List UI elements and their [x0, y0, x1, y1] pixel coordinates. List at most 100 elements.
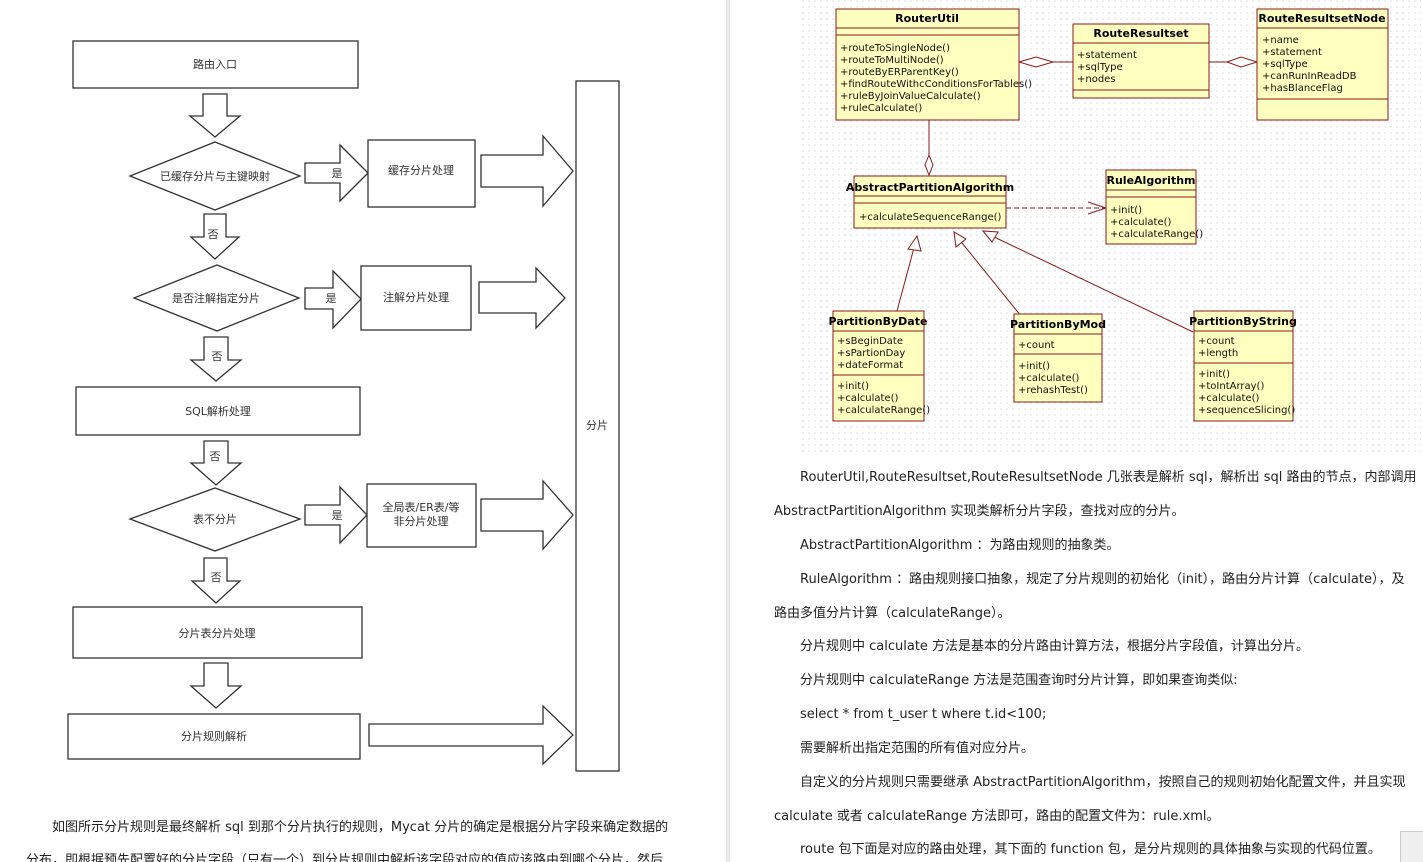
- uml-op: +calculate(): [1110, 217, 1172, 228]
- down-arrow: [188, 93, 242, 138]
- paragraph-line: calculate 或者 calculateRange 方法即可，路由的配置文件…: [774, 809, 1220, 824]
- paragraph-line: AbstractPartitionAlgorithm 实现类解析分片字段，查找对…: [774, 504, 1185, 519]
- uml-attr: +statement: [1077, 50, 1137, 61]
- uml-op: +ruleByJoinValueCalculate(): [840, 91, 981, 102]
- yes-label: 是: [332, 167, 343, 180]
- uml-op: +calculate(): [1198, 393, 1260, 404]
- flow-diamond-annotation: [132, 264, 301, 332]
- to-shard-arrow: [480, 479, 574, 551]
- uml-class-partitionbystring: PartitionByString +count +length +init()…: [1189, 310, 1297, 422]
- uml-title: AbstractPartitionAlgorithm: [846, 181, 1014, 194]
- uml-op: +init(): [1198, 369, 1230, 380]
- code-line: select * from t_user t where t.id<100;: [800, 707, 1047, 722]
- uml-title: PartitionByDate: [829, 315, 928, 328]
- uml-class-rulealgorithm: RuleAlgorithm +init() +calculate() +calc…: [1105, 169, 1203, 245]
- to-shard-arrow: [478, 266, 566, 330]
- uml-class-routerutil: RouterUtil +routeToSingleNode() +routeTo…: [835, 8, 1032, 121]
- flow-act3-label-1: 全局表/ER表/等: [382, 500, 459, 514]
- flow-global-table-box: [366, 483, 477, 548]
- uml-attr: +sBeginDate: [837, 336, 903, 347]
- uml-attr: +dateFormat: [837, 360, 903, 371]
- paragraph-line: 自定义的分片规则只需要继承 AbstractPartitionAlgorithm…: [800, 775, 1406, 790]
- uml-op: +init(): [1110, 205, 1142, 216]
- flow-act3-label-2: 非分片处理: [394, 515, 449, 528]
- paragraph-line: 分片规则中 calculateRange 方法是范围查询时分片计算，即如果查询类…: [800, 673, 1238, 688]
- yes-arrow: [304, 143, 369, 203]
- yes-label: 是: [326, 292, 337, 305]
- paragraph-line: 需要解析出指定范围的所有值对应分片。: [800, 741, 1035, 756]
- uml-op: +calculate(): [837, 393, 899, 404]
- flow-cond1-label: 已缓存分片与主键映射: [160, 169, 270, 183]
- flow-shard-table-box: [72, 606, 363, 659]
- flow-rule-parse-box: [67, 713, 361, 760]
- uml-attr: +sqlType: [1077, 62, 1123, 73]
- uml-op: +sequenceSlicing(): [1198, 405, 1295, 416]
- no-label: 否: [210, 450, 221, 463]
- uml-title: RouterUtil: [895, 12, 959, 25]
- flow-sql-parse-box: [75, 386, 361, 436]
- left-paragraph-line-1: 如图所示分片规则是最终解析 sql 到那个分片执行的规则，Mycat 分片的确定…: [52, 820, 669, 835]
- paragraph-line: RuleAlgorithm ：路由规则接口抽象，规定了分片规则的初始化（init…: [800, 572, 1405, 587]
- uml-op: +init(): [1018, 361, 1050, 372]
- uml-op: +calculate(): [1018, 373, 1080, 384]
- left-page: 路由入口 已缓存分片与主键映射 是 缓存分片处理 否 是否注解指定分片 是 注解…: [0, 0, 726, 862]
- flow-entry-box: [72, 40, 359, 89]
- uml-attr: +canRunInReadDB: [1262, 71, 1357, 82]
- uml-op: +ruleCalculate(): [840, 103, 922, 114]
- flow-rule-label: 分片规则解析: [181, 729, 247, 743]
- yes-label: 是: [332, 509, 343, 522]
- to-shard-arrow: [368, 704, 574, 766]
- paragraph-line: route 包下面是对应的路由处理，其下面的 function 包，是分片规则的…: [800, 842, 1381, 857]
- no-arrow: [189, 440, 243, 486]
- uml-title: RouteResultset: [1093, 27, 1188, 40]
- uml-attr: +sPartionDay: [837, 348, 905, 359]
- uml-class-partitionbydate: PartitionByDate +sBeginDate +sPartionDay…: [829, 310, 930, 422]
- uml-op: +routeToMultiNode(): [840, 55, 944, 66]
- uml-attr: +count: [1018, 340, 1055, 351]
- uml-title: PartitionByMod: [1010, 318, 1106, 331]
- paragraph-line: RouterUtil,RouteResultset,RouteResultset…: [800, 470, 1417, 485]
- yes-arrow: [304, 269, 362, 330]
- flow-diamond-cached: [128, 141, 302, 211]
- uml-class-routeresultset: RouteResultset +statement +sqlType +node…: [1072, 23, 1210, 99]
- uml-class-abstractpartitionalgorithm: AbstractPartitionAlgorithm +calculateSeq…: [846, 175, 1014, 229]
- uml-attr: +sqlType: [1262, 59, 1308, 70]
- uml-op: +findRouteWithcConditionsForTables(): [840, 79, 1032, 90]
- uml-op: +routeByERParentKey(): [840, 67, 959, 78]
- scroll-corner-button[interactable]: [1400, 831, 1423, 862]
- paragraph-line: AbstractPartitionAlgorithm ：为路由规则的抽象类。: [800, 538, 1120, 553]
- flow-act2-label: 注解分片处理: [383, 290, 449, 304]
- no-arrow: [189, 336, 243, 382]
- uml-op: +calculateRange(): [1110, 229, 1203, 240]
- uml-class-routeresultsetnode: RouteResultsetNode +name +statement +sql…: [1256, 8, 1389, 121]
- flow-sql-label: SQL解析处理: [185, 404, 251, 418]
- uml-attr: +statement: [1262, 47, 1322, 58]
- uml-title: RuleAlgorithm: [1107, 174, 1196, 187]
- no-arrow: [190, 557, 242, 604]
- flow-cond2-label: 是否注解指定分片: [172, 291, 260, 305]
- uml-attr: +count: [1198, 336, 1235, 347]
- uml-op: +routeToSingleNode(): [840, 43, 950, 54]
- paragraph-line: 路由多值分片计算（calculateRange）。: [774, 606, 1011, 621]
- paragraph-line: 分片规则中 calculate 方法是基本的分片路由计算方法，根据分片字段值，计…: [800, 639, 1310, 654]
- uml-title: RouteResultsetNode: [1258, 12, 1385, 25]
- flow-cache-box: [367, 139, 476, 208]
- uml-op: +init(): [837, 381, 869, 392]
- flow-act1-label: 缓存分片处理: [388, 163, 454, 177]
- down-arrow: [189, 662, 243, 709]
- yes-arrow: [304, 485, 368, 545]
- flow-annotation-box: [360, 265, 472, 331]
- uml-op: +rehashTest(): [1018, 385, 1088, 396]
- to-shard-arrow: [480, 134, 574, 208]
- flow-diamond-noshard: [128, 487, 302, 552]
- uml-class-diagram: RouterUtil +routeToSingleNode() +routeTo…: [802, 0, 1421, 452]
- flow-entry-label: 路由入口: [193, 57, 237, 71]
- no-label: 否: [212, 350, 223, 363]
- uml-op: +calculateSequenceRange(): [859, 212, 1002, 223]
- uml-op: +calculateRange(): [837, 405, 930, 416]
- uml-title: PartitionByString: [1189, 315, 1297, 328]
- flow-cond3-label: 表不分片: [193, 512, 237, 526]
- right-page: RouterUtil +routeToSingleNode() +routeTo…: [730, 0, 1423, 862]
- routing-flowchart: 路由入口 已缓存分片与主键映射 是 缓存分片处理 否 是否注解指定分片 是 注解…: [67, 40, 620, 772]
- no-label: 否: [208, 228, 219, 241]
